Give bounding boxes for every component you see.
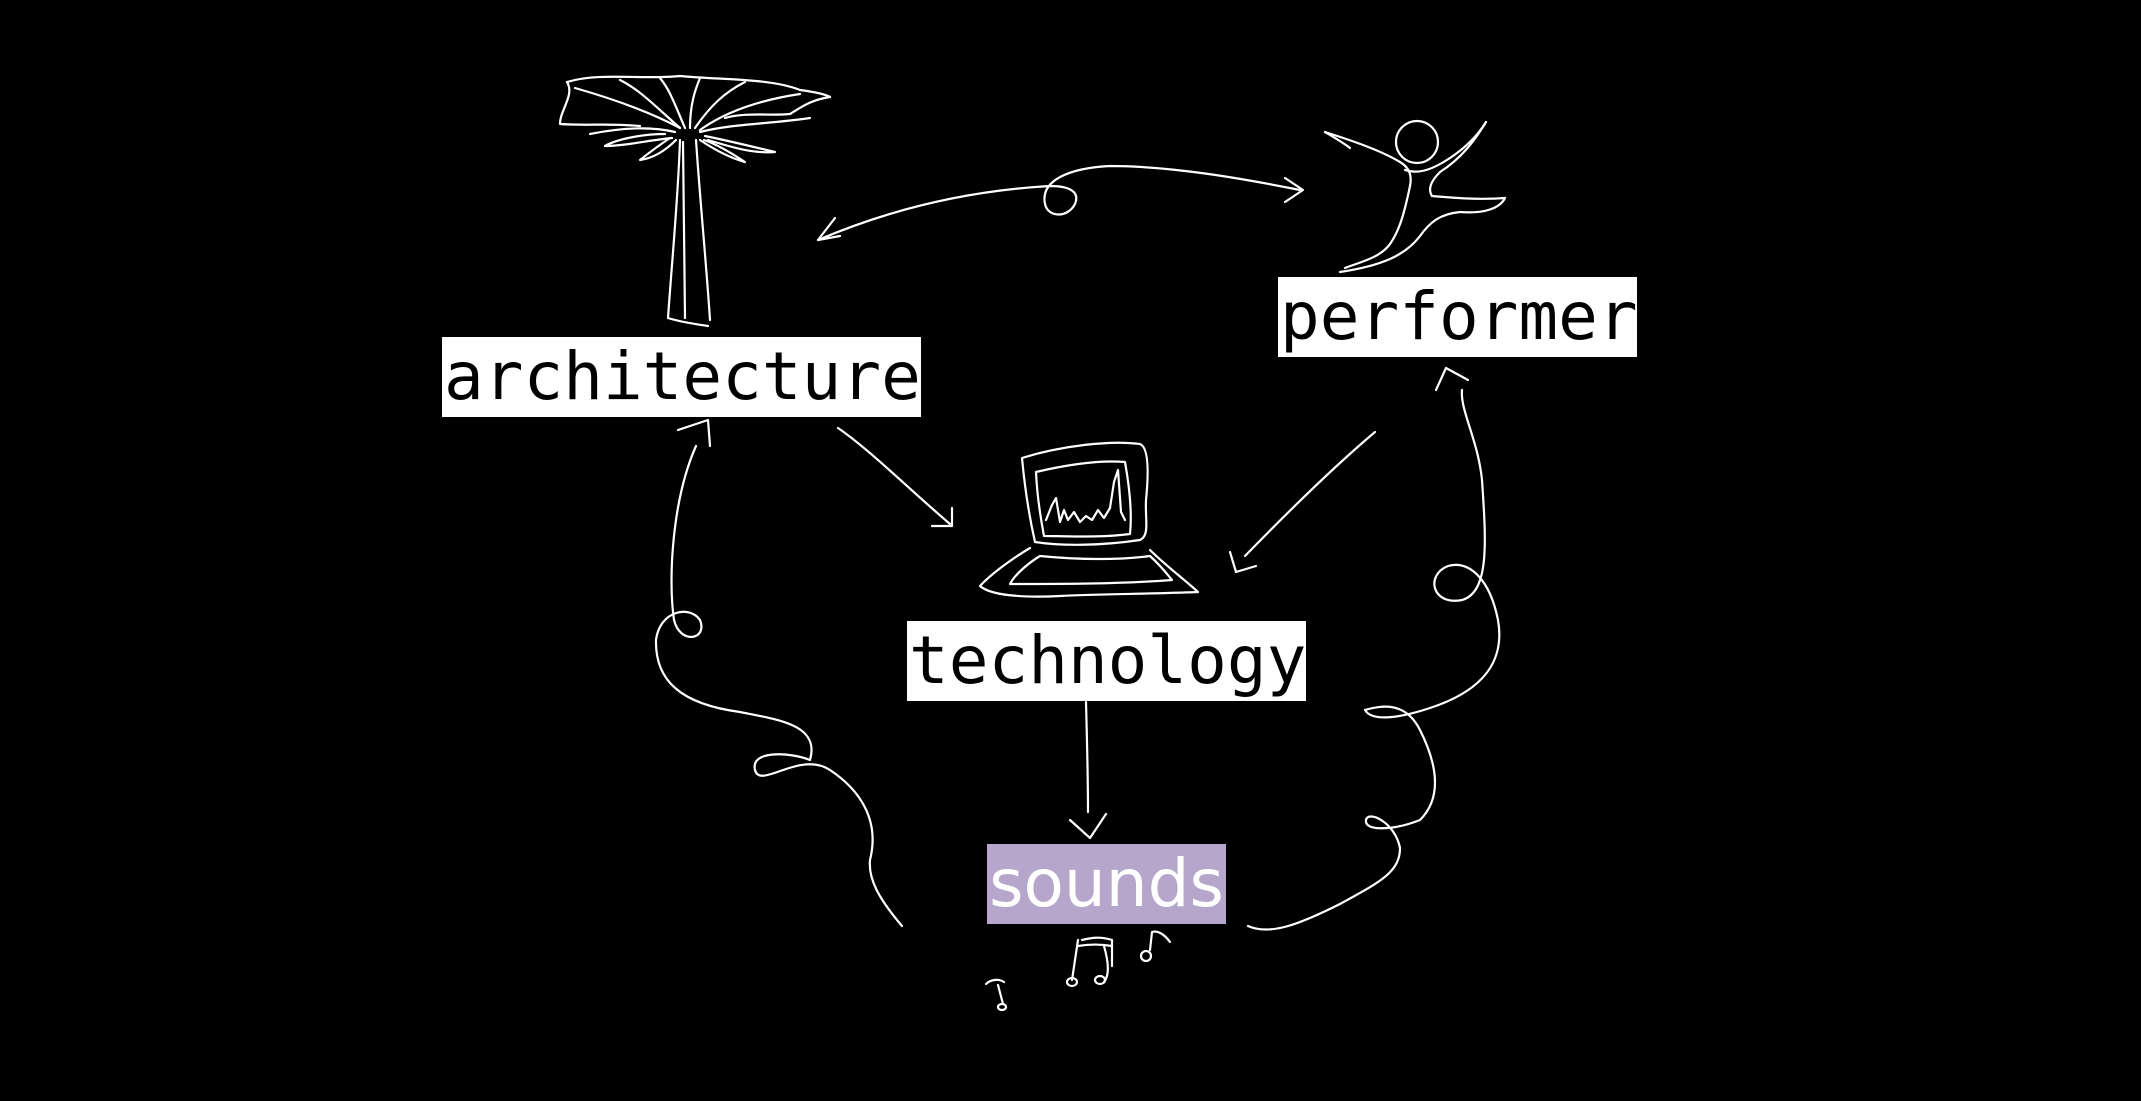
edge-architecture-performer <box>816 164 1305 242</box>
node-performer-label: performer <box>1278 277 1638 357</box>
node-sounds-label: sounds <box>987 844 1226 924</box>
edge-performer-technology <box>1228 430 1377 574</box>
node-architecture-label: architecture <box>442 337 921 417</box>
tower-icon <box>558 74 832 328</box>
edge-architecture-technology <box>836 426 954 528</box>
edge-sounds-performer <box>1246 366 1501 931</box>
node-technology-label: technology <box>907 621 1307 701</box>
dancer-icon <box>1323 119 1507 274</box>
edge-technology-sounds <box>1068 700 1108 840</box>
music-notes-icon <box>984 930 1172 1012</box>
computer-icon <box>978 441 1200 598</box>
edge-sounds-architecture <box>654 418 904 928</box>
